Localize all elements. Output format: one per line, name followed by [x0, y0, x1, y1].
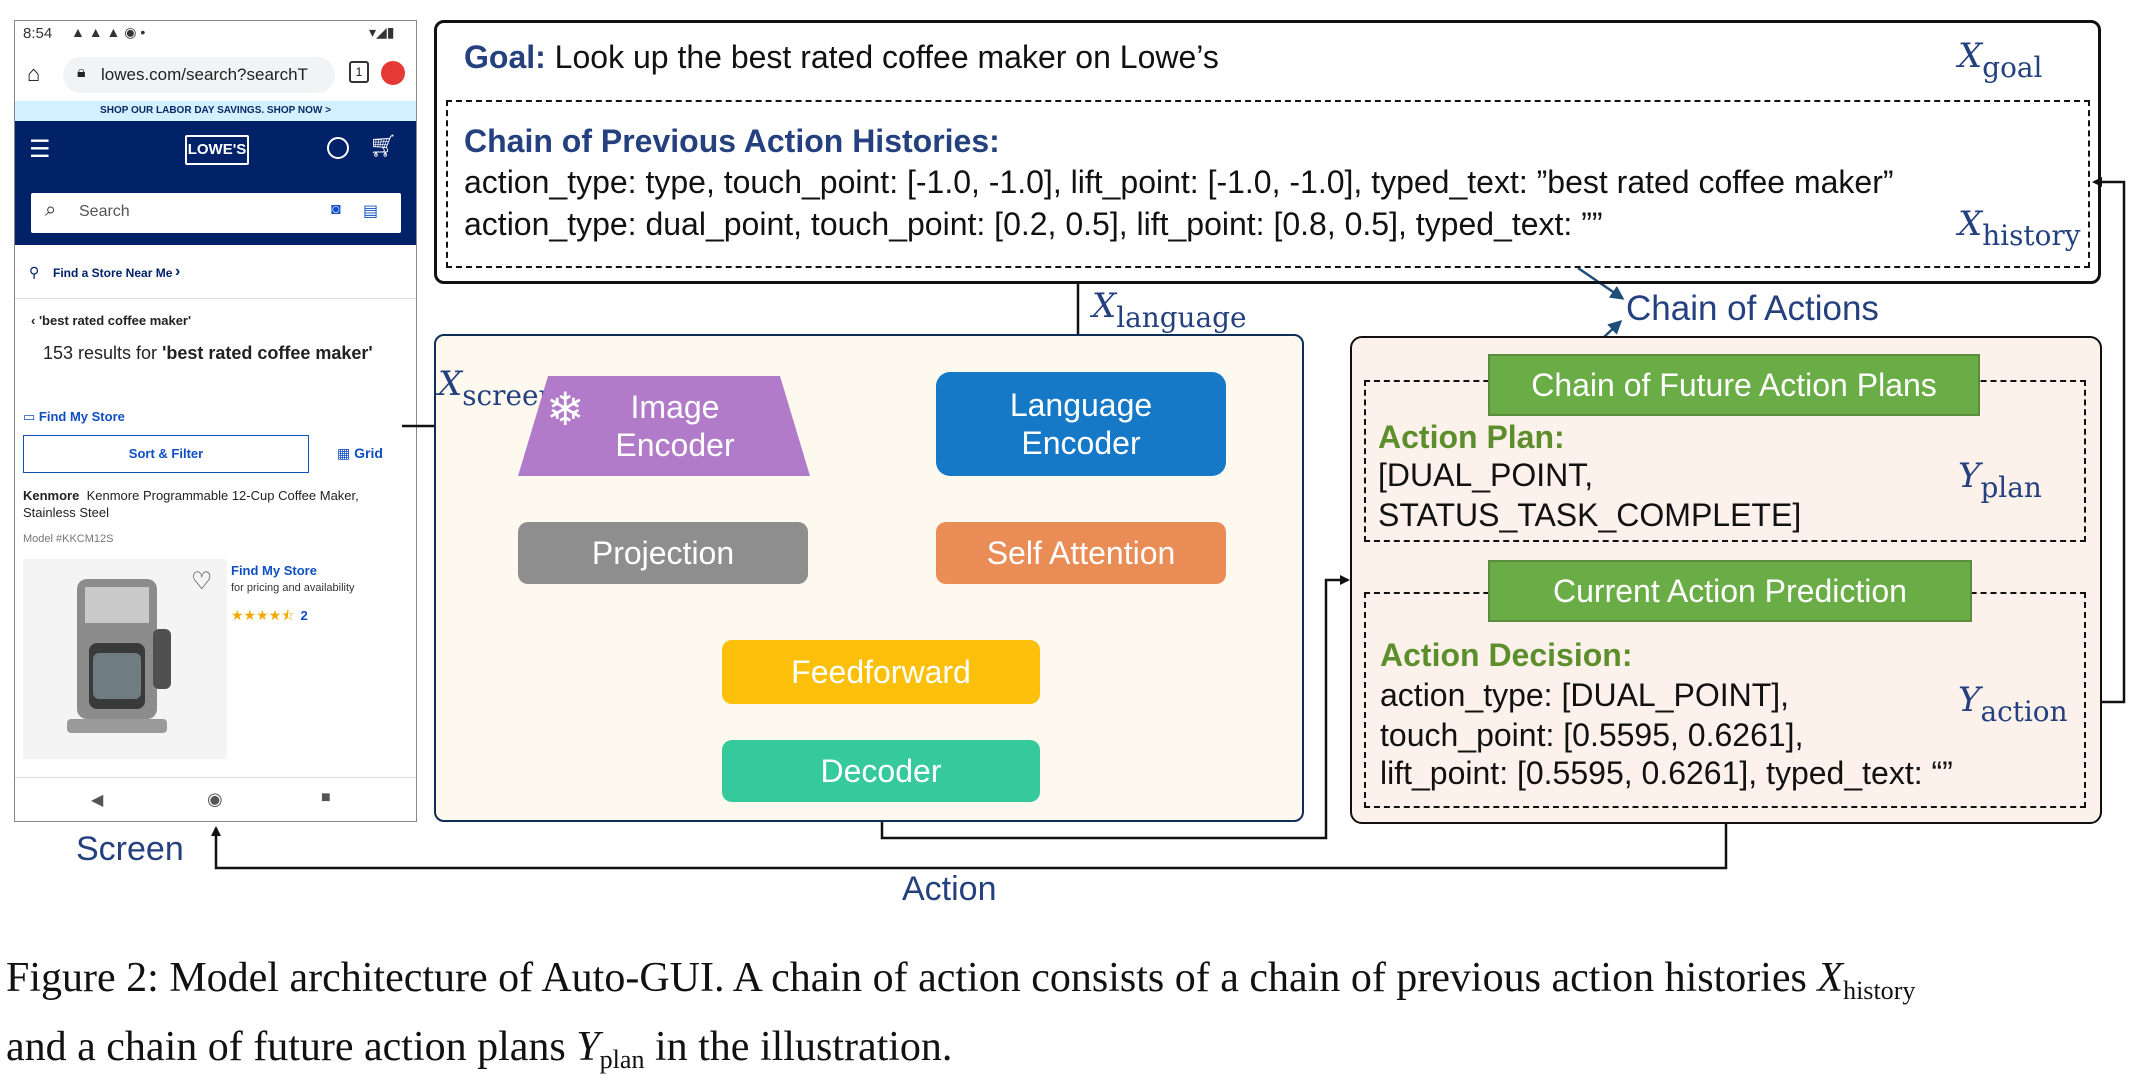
projection-box: Projection: [518, 522, 808, 584]
star-icon: ★★★★⯪: [231, 607, 295, 623]
store-logo[interactable]: LOWE'S: [185, 135, 249, 165]
goal-line: Goal: Look up the best rated coffee make…: [464, 39, 1219, 75]
product-find-store-link[interactable]: Find My Store: [231, 563, 317, 578]
phone-screen: 8:54 ▲ ▲ ▲ ◉ • ▾◢▮ ⌂ 🔒︎ lowes.com/search…: [14, 20, 417, 822]
arrow-action-to-history: [2088, 177, 2126, 704]
x-language-symbol: Xlanguage: [1092, 286, 1247, 334]
recents-icon[interactable]: ■: [321, 789, 331, 806]
current-prediction-label: Current Action Prediction: [1488, 560, 1972, 622]
store-header: ☰ LOWE'S 🛒︎ ⌕ Search ◙ ▤: [15, 121, 416, 245]
find-store-near-row[interactable]: ⚲ Find a Store Near Me ›: [15, 247, 416, 299]
product-image[interactable]: [23, 559, 227, 759]
product-model: Model #KKCM12S: [23, 533, 114, 545]
x-history-symbol: Xhistory: [1958, 204, 2081, 252]
home-icon[interactable]: ⌂: [27, 61, 41, 86]
grid-toggle[interactable]: ▦ Grid: [337, 445, 383, 461]
review-count: 2: [300, 608, 308, 623]
history-dashed-box: [446, 100, 2090, 268]
history-title: Chain of Previous Action Histories:: [464, 123, 1000, 159]
favorite-heart-icon[interactable]: ♡: [191, 568, 213, 595]
grid-icon: ▦: [337, 445, 355, 461]
history-line-2: action_type: dual_point, touch_point: [0…: [464, 206, 1603, 242]
store-icon: ▭: [23, 409, 39, 424]
coffee-maker-image: [67, 579, 171, 733]
status-time: 8:54: [23, 25, 53, 42]
search-icon: ⌕: [45, 199, 57, 221]
back-icon[interactable]: ◀: [91, 792, 104, 809]
url-bar[interactable]: 🔒︎ lowes.com/search?searchT: [63, 57, 335, 93]
status-bar: 8:54 ▲ ▲ ▲ ◉ • ▾◢▮: [15, 21, 416, 47]
decision-line-1: action_type: [DUAL_POINT],: [1380, 677, 1790, 713]
feedforward-box: Feedforward: [722, 640, 1040, 704]
lock-icon: 🔒︎: [77, 64, 86, 81]
action-plan-title: Action Plan:: [1378, 419, 1565, 455]
figure-caption: Figure 2: Model architecture of Auto-GUI…: [6, 950, 1915, 1088]
x-goal-symbol: Xgoal: [1958, 36, 2043, 84]
battery-icon: ▾◢▮: [369, 24, 395, 40]
arrow-decoder-to-output: [880, 575, 1350, 840]
menu-icon[interactable]: [381, 61, 405, 85]
hamburger-icon[interactable]: ☰: [29, 136, 51, 163]
results-count: 153 results for 'best rated coffee maker…: [43, 343, 373, 363]
location-pin-icon: ⚲: [29, 264, 40, 280]
url-text: lowes.com/search?searchT: [101, 65, 308, 84]
action-label: Action: [902, 870, 997, 908]
caption-line-2: and a chain of future action plans Yplan…: [6, 1023, 953, 1074]
android-nav-bar: ◀ ◉ ■: [15, 777, 416, 821]
action-plan-line-2: STATUS_TASK_COMPLETE]: [1378, 497, 1802, 533]
warning-icon: ▲ ▲ ▲ ◉ •: [71, 24, 146, 40]
arrow-action-to-screen: [211, 810, 1728, 870]
browser-url-row: ⌂ 🔒︎ lowes.com/search?searchT 1: [15, 51, 416, 99]
future-plans-label: Chain of Future Action Plans: [1488, 354, 1980, 416]
goal-box: [434, 20, 2101, 284]
image-encoder-label: Image Encoder: [615, 389, 735, 463]
history-line-1: action_type: type, touch_point: [-1.0, -…: [464, 164, 1894, 200]
breadcrumb[interactable]: ‹ 'best rated coffee maker': [31, 313, 192, 328]
y-action-symbol: Yaction: [1958, 680, 2068, 728]
screen-label: Screen: [76, 830, 184, 868]
find-my-store-link[interactable]: ▭ Find My Store: [23, 409, 125, 424]
account-icon[interactable]: [327, 137, 349, 159]
promo-banner[interactable]: SHOP OUR LABOR DAY SAVINGS. SHOP NOW >: [15, 101, 416, 121]
sort-filter-button[interactable]: Sort & Filter: [23, 435, 309, 473]
image-encoder-shape: [518, 376, 810, 476]
decoder-box: Decoder: [722, 740, 1040, 802]
chevron-left-icon: ‹: [31, 313, 39, 328]
action-decision-title: Action Decision:: [1380, 637, 1633, 673]
caption-line-1: Figure 2: Model architecture of Auto-GUI…: [6, 955, 1916, 1005]
action-plan-line-1: [DUAL_POINT,: [1378, 457, 1594, 493]
home-circle-icon[interactable]: ◉: [207, 789, 223, 809]
snowflake-icon: ❄: [546, 383, 585, 435]
decision-line-3: lift_point: [0.5595, 0.6261], typed_text…: [1380, 755, 1953, 791]
product-title[interactable]: Kenmore Kenmore Programmable 12-Cup Coff…: [23, 488, 359, 520]
decision-line-2: touch_point: [0.5595, 0.6261],: [1380, 717, 1804, 753]
barcode-icon[interactable]: ▤: [363, 203, 379, 220]
tab-count[interactable]: 1: [349, 61, 369, 83]
rating-stars[interactable]: ★★★★⯪ 2: [231, 605, 308, 629]
product-availability: for pricing and availability: [231, 582, 355, 594]
self-attention-box: Self Attention: [936, 522, 1226, 584]
search-input[interactable]: ⌕ Search ◙ ▤: [31, 193, 401, 233]
chain-of-actions-label: Chain of Actions: [1626, 289, 1879, 328]
chevron-right-icon: ›: [175, 263, 181, 280]
y-plan-symbol: Yplan: [1958, 456, 2042, 504]
cart-icon[interactable]: 🛒︎: [369, 133, 397, 158]
language-encoder-box: Language Encoder: [936, 372, 1226, 476]
camera-icon[interactable]: ◙: [331, 201, 341, 218]
